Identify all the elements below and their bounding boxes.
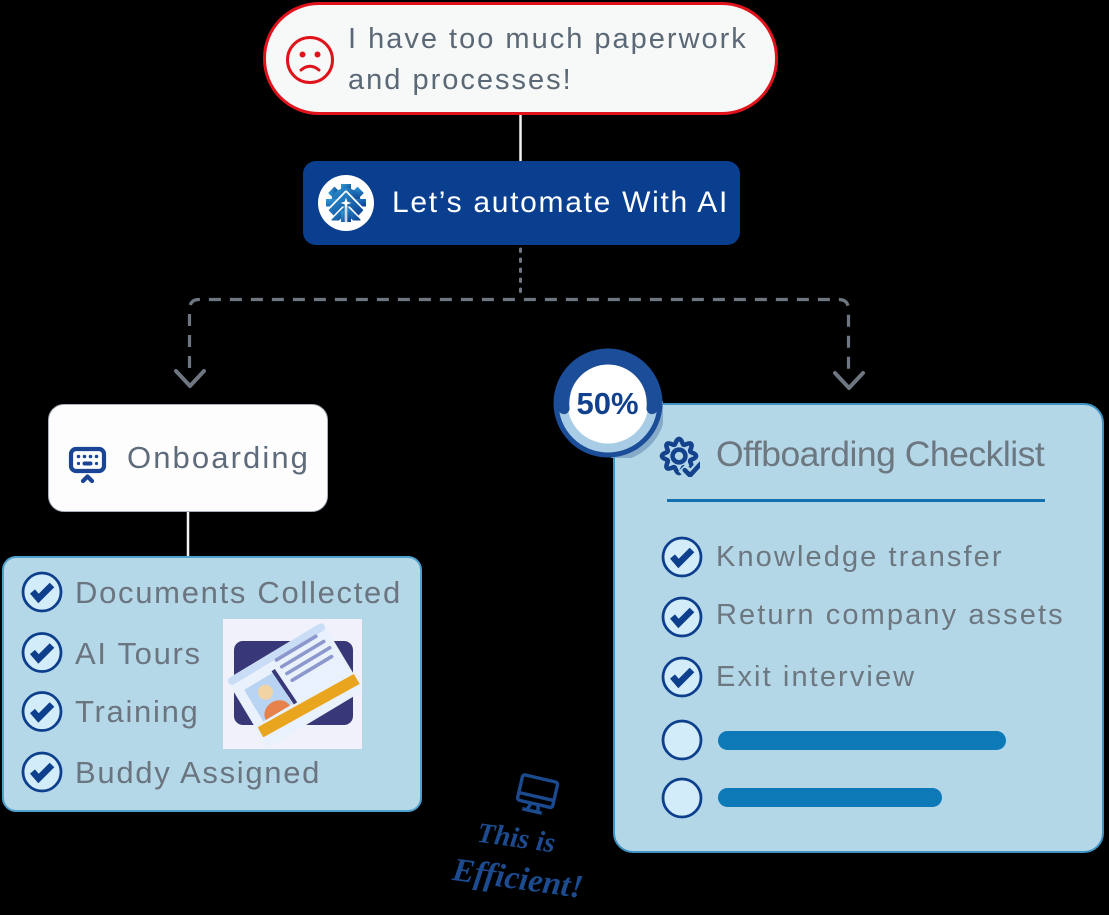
svg-text:50%: 50% — [576, 386, 638, 421]
